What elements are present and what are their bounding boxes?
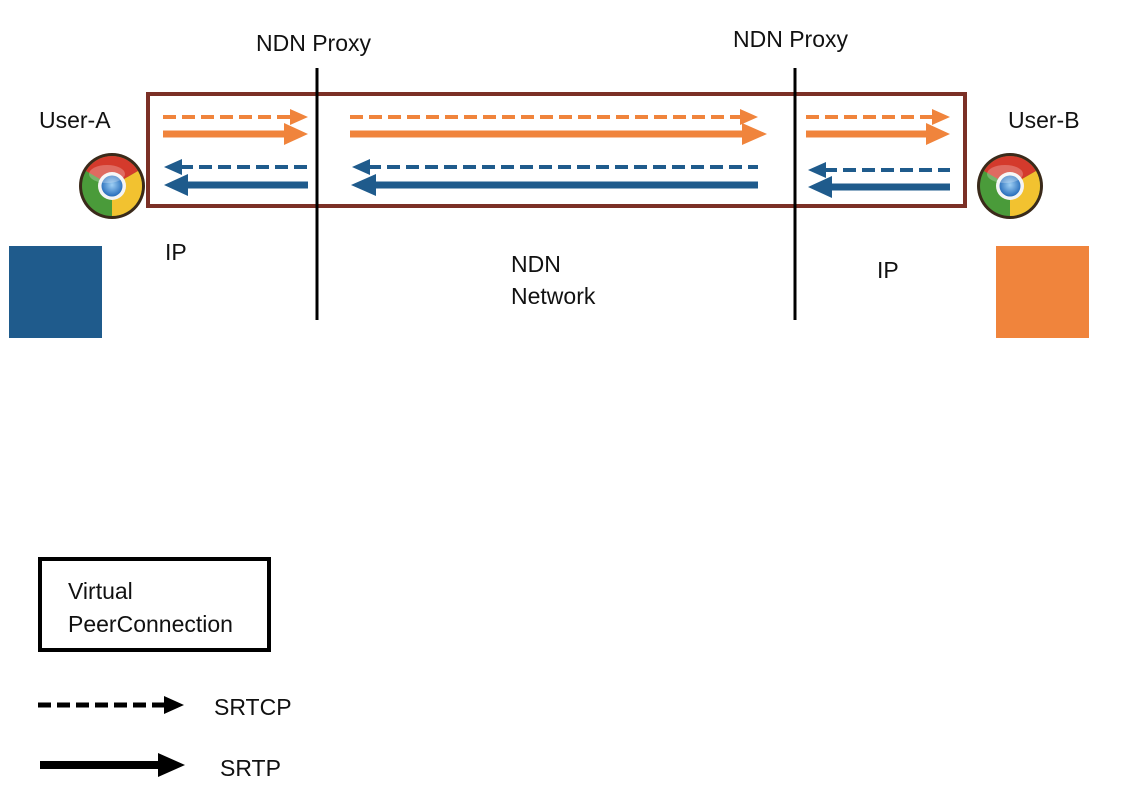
legend-srtcp-label: SRTCP <box>214 694 292 720</box>
srtp-arrow-blue-middle <box>351 174 758 196</box>
ip-label-left: IP <box>165 239 187 265</box>
srtp-arrow-blue-left <box>164 174 308 196</box>
virtual-peerconnection-frame <box>146 92 967 208</box>
srtcp-arrow-orange-right <box>806 109 950 125</box>
legend-box-label: Virtual PeerConnection <box>68 578 233 637</box>
chrome-browser-icon <box>79 153 145 219</box>
ip-label-right: IP <box>877 257 899 283</box>
srtp-arrow-orange-middle <box>350 123 767 145</box>
srtcp-arrow-orange-left <box>163 109 308 125</box>
srtcp-arrow-blue-middle <box>352 159 758 175</box>
user-b-square <box>996 246 1089 338</box>
legend-virtual-peerconnection-box: Virtual PeerConnection <box>38 557 271 652</box>
legend-dashed-arrow <box>38 696 184 714</box>
proxy-label-right: NDN Proxy <box>733 26 849 52</box>
srtcp-arrow-blue-right <box>808 162 950 178</box>
srtp-arrow-blue-right <box>808 176 950 198</box>
proxy-label-left: NDN Proxy <box>256 30 372 56</box>
legend-solid-arrow <box>40 753 185 777</box>
user-a-label: User-A <box>39 107 111 133</box>
user-a-square <box>9 246 102 338</box>
user-b-label: User-B <box>1008 107 1080 133</box>
srtp-arrow-orange-right <box>806 123 950 145</box>
chrome-browser-icon <box>977 153 1043 219</box>
srtcp-arrow-orange-middle <box>350 109 758 125</box>
srtcp-arrow-blue-left <box>164 159 308 175</box>
srtp-arrow-orange-left <box>163 123 308 145</box>
ndn-network-label: NDN Network <box>511 251 596 309</box>
legend-srtp-label: SRTP <box>220 755 281 781</box>
